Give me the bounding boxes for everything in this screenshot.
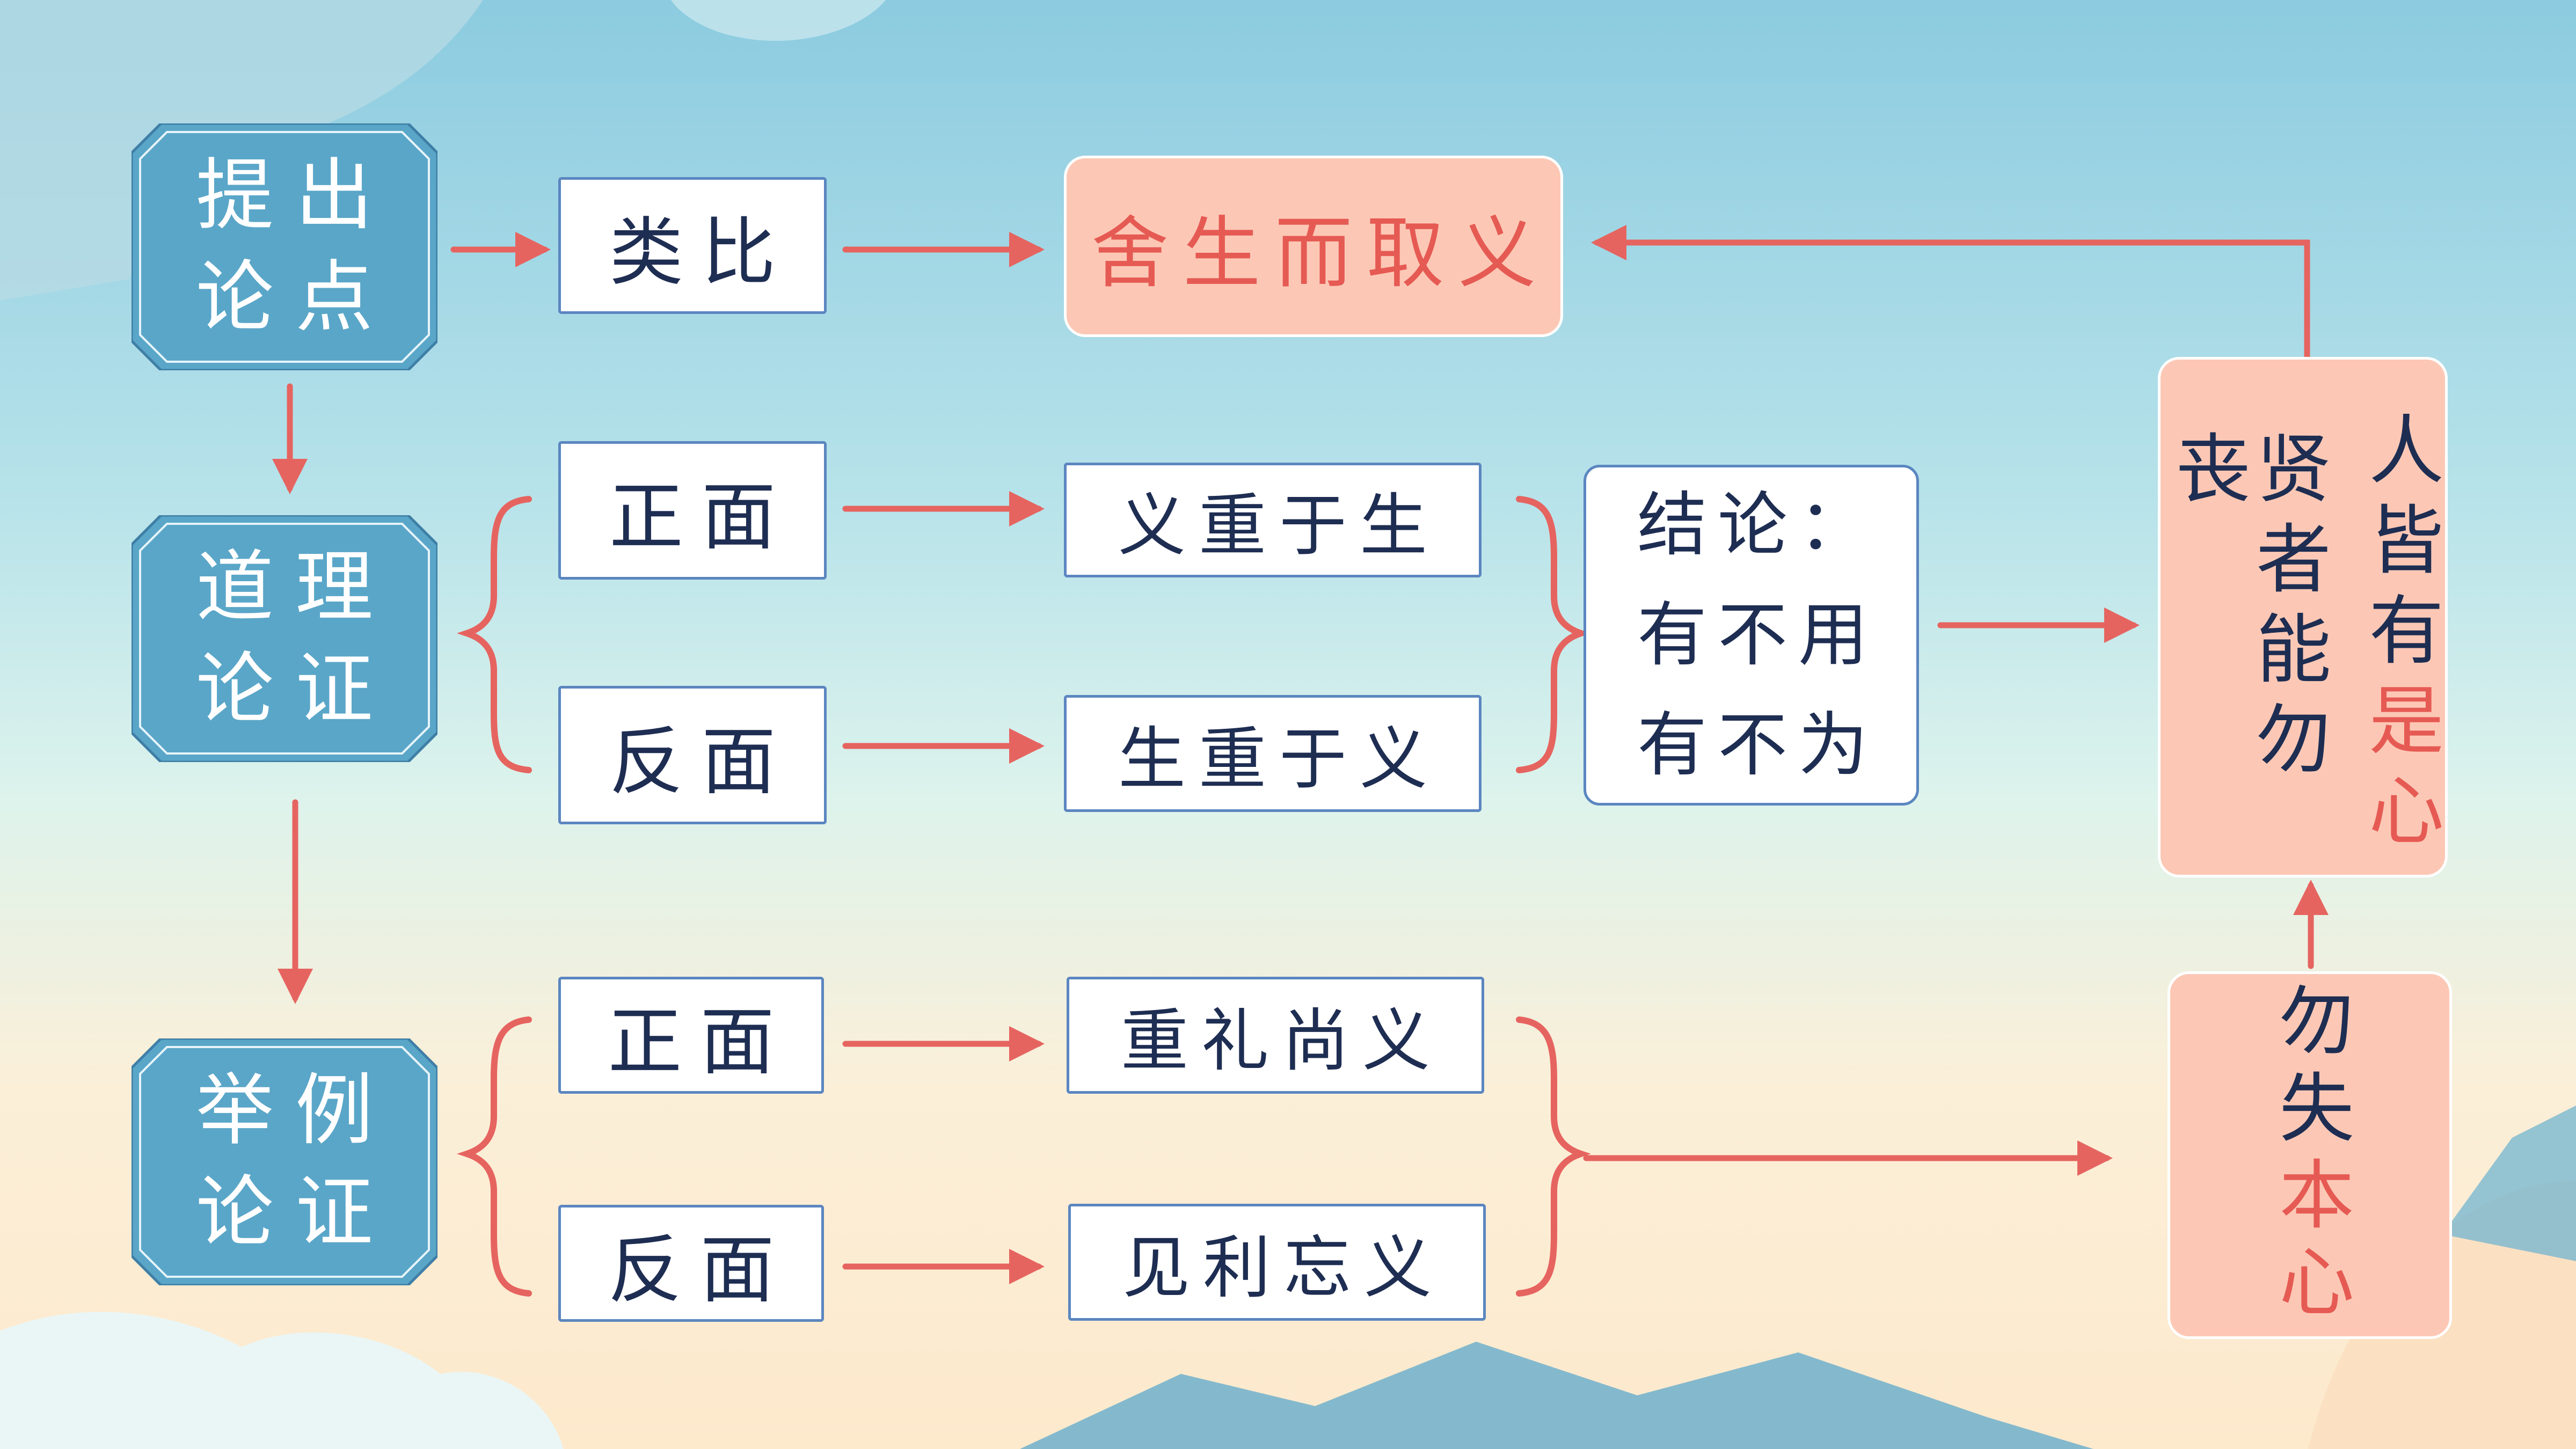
thesis-box: 舍生而取义 (1064, 156, 1563, 337)
right-top-col-2: 贤者能勿丧 (2163, 411, 2331, 875)
start-node-propose-thesis: 提出论点 (132, 123, 437, 370)
r3-negative-result: 见利忘义 (1068, 1204, 1486, 1321)
cloud-top-center (671, 0, 886, 41)
r2-positive-label: 正面 (609, 474, 794, 560)
r2-positive-box: 正面 (558, 441, 827, 580)
cloud-bottom-left (0, 1312, 564, 1449)
right-bottom-text: 勿失 (2266, 981, 2354, 1155)
conclusion-box: 结论： 有不用 有不为 (1583, 465, 1919, 806)
analogy-label: 类比 (609, 209, 794, 296)
start-node-examples: 举例论证 (132, 1038, 437, 1285)
r2-positive-result: 义重于生 (1064, 463, 1482, 577)
right-bottom-col: 勿失本心 (2266, 982, 2354, 1329)
brace-left-r3 (457, 1016, 532, 1297)
conclusion-line: 有不用 (1637, 594, 1879, 676)
right-bottom-box: 勿失本心 (2168, 971, 2452, 1339)
mountain-bottom (1020, 1342, 2093, 1449)
right-top-col-1-accent: 是心 (2356, 681, 2443, 861)
analogy-box: 类比 (558, 177, 827, 314)
start-node-line: 道理 (196, 542, 395, 633)
r2-positive-result-label: 义重于生 (1118, 486, 1440, 565)
r2-negative-result: 生重于义 (1064, 695, 1482, 812)
start-node-line: 提出 (196, 150, 395, 241)
start-node-line: 论点 (196, 252, 395, 343)
right-top-box: 人皆有是心 贤者能勿丧 (2158, 357, 2448, 877)
r3-positive-result: 重礼尚义 (1067, 977, 1484, 1094)
r2-negative-label: 反面 (609, 719, 794, 805)
conclusion-title: 结论： (1637, 484, 1879, 566)
right-top-col-2-text: 贤者能勿丧 (2163, 429, 2331, 790)
mountain-right (2442, 1106, 2576, 1261)
start-node-line: 论证 (196, 1167, 395, 1258)
r3-negative-result-label: 见利忘义 (1122, 1228, 1444, 1307)
brace-right-r2 (1516, 496, 1591, 773)
brace-right-r3 (1516, 1016, 1591, 1297)
right-bottom-accent: 本心 (2266, 1155, 2354, 1329)
start-node-line: 论证 (196, 644, 395, 735)
thesis-label: 舍生而取义 (1091, 208, 1550, 299)
right-top-col-1: 人皆有是心 (2356, 411, 2443, 861)
r3-positive-box: 正面 (558, 977, 824, 1094)
start-node-line: 举例 (196, 1065, 395, 1156)
right-top-col-1-text: 人皆有 (2356, 411, 2443, 681)
r3-positive-label: 正面 (608, 999, 793, 1085)
start-node-reasoning: 道理论证 (132, 515, 437, 762)
arrow-feedback-to-thesis (1591, 225, 2310, 360)
brace-left-r2 (457, 496, 532, 773)
r3-negative-label: 反面 (608, 1227, 793, 1313)
r2-negative-result-label: 生重于义 (1118, 720, 1440, 799)
r2-negative-box: 反面 (558, 686, 827, 824)
conclusion-line: 有不为 (1637, 704, 1879, 786)
r3-positive-result-label: 重礼尚义 (1121, 1001, 1443, 1080)
r3-negative-box: 反面 (558, 1205, 824, 1322)
